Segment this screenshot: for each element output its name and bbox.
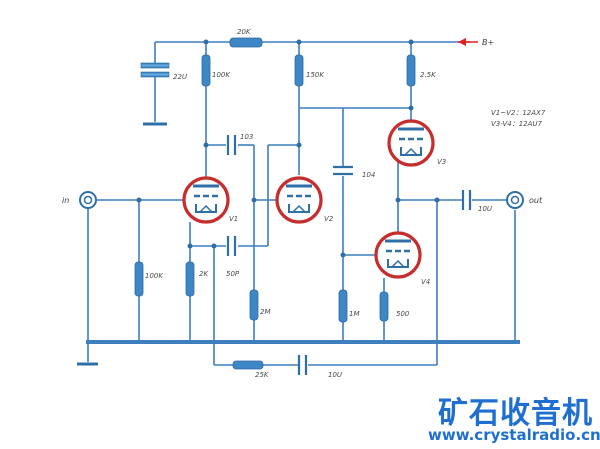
resistor-100k-plate xyxy=(201,54,211,87)
component-labels: 20K 22U 100K 150K 2.5K B+ V1~V2：12AX7 V3… xyxy=(62,28,546,379)
label-out: out xyxy=(529,196,543,205)
label-r-v1-plate: 100K xyxy=(212,71,231,79)
label-c-supply: 22U xyxy=(173,73,187,81)
resistor-2-5k xyxy=(406,54,416,87)
resistors xyxy=(134,37,416,370)
tube-v3-icon xyxy=(387,119,435,167)
label-tube-v4: V4 xyxy=(421,278,430,286)
brand-name: 矿石收音机 xyxy=(438,396,593,431)
label-c-coupling-1: 103 xyxy=(240,133,253,141)
label-r-v3-plate: 2.5K xyxy=(420,71,437,79)
label-c-feedback: 10U xyxy=(328,371,342,379)
label-r-v2-grid: 2M xyxy=(260,308,271,316)
label-r-feedback: 25K xyxy=(255,371,270,379)
label-c-bypass: 50P xyxy=(226,270,240,278)
supply-arrow xyxy=(458,38,478,46)
tube-v4-icon xyxy=(374,231,422,279)
label-in: in xyxy=(62,196,69,205)
label-tube-v1: V1 xyxy=(229,215,238,223)
resistor-500 xyxy=(379,291,389,322)
label-r-v4-cathode: 500 xyxy=(396,310,410,318)
capacitors xyxy=(226,135,472,375)
label-r-top: 20K xyxy=(237,28,252,36)
label-tube-v3: V3 xyxy=(437,158,446,166)
tube-v1-icon xyxy=(182,176,230,224)
resistor-20k xyxy=(229,37,263,48)
resistor-25k xyxy=(232,360,264,370)
resistor-2k xyxy=(185,261,195,297)
resistor-150k xyxy=(294,54,304,87)
junction-dots xyxy=(136,39,440,258)
label-tube-types-1: V1~V2：12AX7 xyxy=(491,109,546,117)
resistor-1m xyxy=(338,289,348,323)
label-r-input: 100K xyxy=(145,272,164,280)
label-r-v1-cathode: 2K xyxy=(199,270,209,278)
tube-v2-icon xyxy=(275,176,323,224)
label-supply: B+ xyxy=(482,38,494,47)
resistor-100k-input xyxy=(134,261,144,297)
label-c-coupling-2: 104 xyxy=(362,171,375,179)
label-r-v4-grid: 1M xyxy=(349,310,360,318)
resistor-2m xyxy=(249,289,259,321)
wiring xyxy=(77,41,520,366)
label-tube-types-2: V3-V4：12AU7 xyxy=(491,120,543,128)
supply-capacitor xyxy=(140,62,170,78)
label-c-out: 10U xyxy=(478,205,492,213)
input-jack xyxy=(79,191,97,209)
label-r-v2-plate: 150K xyxy=(306,71,325,79)
brand-url: www.crystalradio.cn xyxy=(428,426,600,444)
output-jack xyxy=(506,191,524,209)
label-tube-v2: V2 xyxy=(324,215,334,223)
